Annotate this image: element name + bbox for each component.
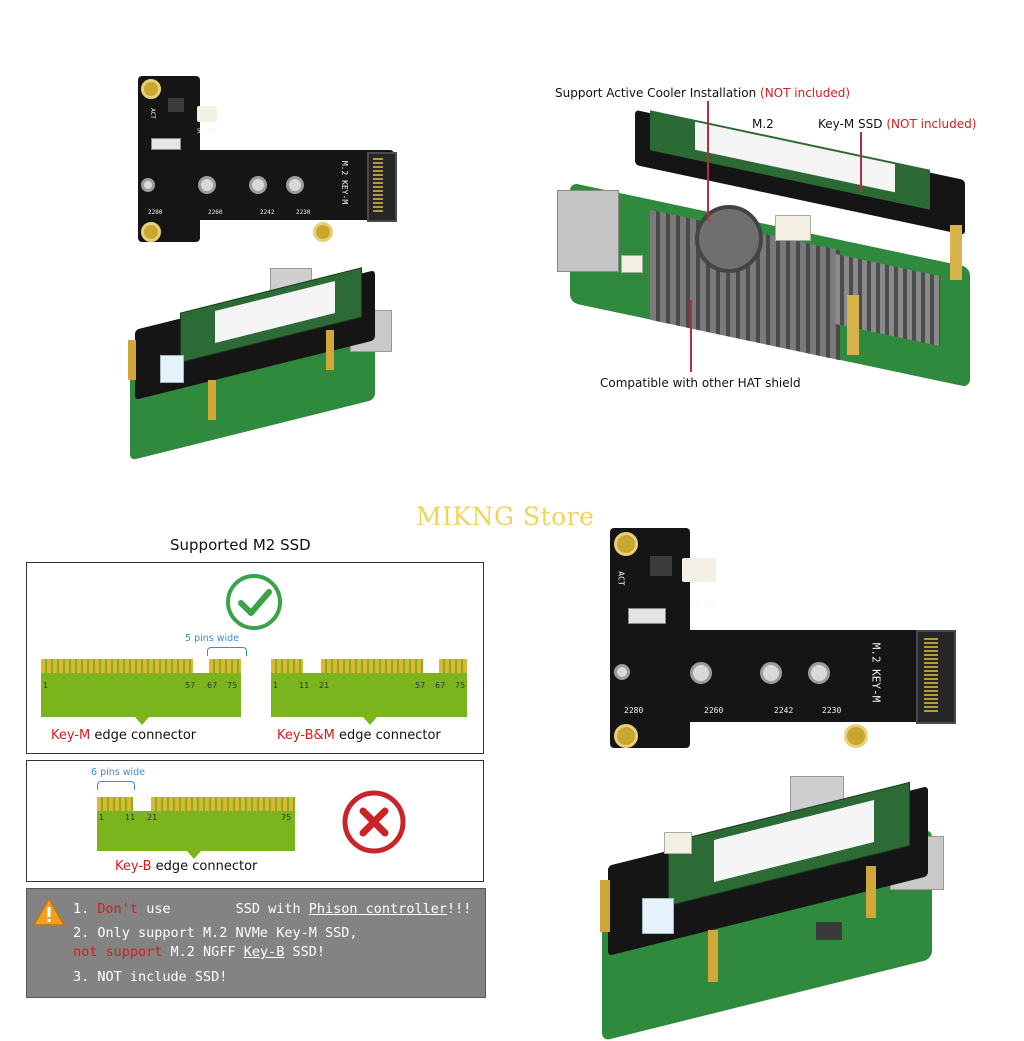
silk-power: 5V IN (690, 600, 715, 609)
silk-2280: 2280 (148, 209, 163, 216)
cooler-callout: Support Active Cooler Installation (NOT … (555, 86, 851, 100)
warning-icon (32, 897, 66, 927)
key-b-label: Key-B edge connector (115, 859, 258, 874)
cooler-fan (695, 205, 763, 273)
silk-2280: 2280 (624, 706, 644, 715)
warning-line-1: 1. Don't use SSD with Phison controller!… (73, 901, 472, 917)
hat-board-bottom: 5V IN ACT M.2 KEY-M 2280 2260 2242 2230 (606, 528, 956, 748)
silk-power: 5V IN (197, 128, 216, 135)
warning-box: 1. Don't use SSD with Phison controller!… (26, 888, 486, 998)
silk-act: ACT (616, 571, 626, 586)
ethernet-port (557, 190, 619, 272)
unsupported-connector-box: 6 pins wide 1 11 21 75 Key-B edge connec… (26, 760, 484, 882)
fan-connector (197, 106, 217, 122)
assembled-stack-photo-right (590, 770, 950, 1041)
ssd-callout: Key-M SSD (NOT included) (818, 117, 977, 131)
silk-2260: 2260 (704, 706, 724, 715)
check-icon (225, 573, 283, 631)
silk-2230: 2230 (822, 706, 842, 715)
fan-connector (682, 558, 716, 582)
chip (168, 98, 184, 112)
warning-line-2: 2. Only support M.2 NVMe Key-M SSD, (73, 925, 358, 941)
key-m-connector (41, 673, 241, 717)
silk-2230: 2230 (296, 209, 311, 216)
hat-board-top: 5V IN ACT M.2 KEY-M 2280 2260 2242 2230 (135, 76, 397, 242)
ribbon-connector (151, 138, 181, 150)
silk-2242: 2242 (260, 209, 275, 216)
cooler-photo (555, 109, 975, 388)
pin-width-label: 6 pins wide (91, 767, 146, 778)
silk-keym: M.2 KEY-M (340, 160, 350, 205)
silk-2242: 2242 (774, 706, 794, 715)
supported-connectors-box: 5 pins wide 1 57 67 75 Key-M edge connec… (26, 562, 484, 754)
warning-line-4: 3. NOT include SSD! (73, 969, 228, 985)
assembled-stack-photo-left (120, 260, 395, 461)
store-watermark: MIKNG Store (416, 502, 595, 531)
key-bm-label: Key-B&M edge connector (277, 728, 441, 743)
chip (650, 556, 672, 576)
key-b-connector (97, 811, 295, 851)
key-m-label: Key-M edge connector (51, 728, 197, 743)
ribbon-connector (628, 608, 666, 624)
pin-width-label: 5 pins wide (185, 633, 240, 644)
silk-2260: 2260 (208, 209, 223, 216)
m2-callout: M.2 (752, 117, 774, 131)
silk-act: ACT (148, 108, 156, 119)
cross-icon (341, 789, 407, 855)
silk-keym: M.2 KEY-M (869, 642, 883, 703)
key-bm-connector (271, 673, 467, 717)
hat-callout: Compatible with other HAT shield (600, 376, 801, 390)
ssd-chart-title: Supported M2 SSD (170, 536, 311, 554)
warning-line-3: not support M.2 NGFF Key-B SSD! (73, 944, 326, 960)
